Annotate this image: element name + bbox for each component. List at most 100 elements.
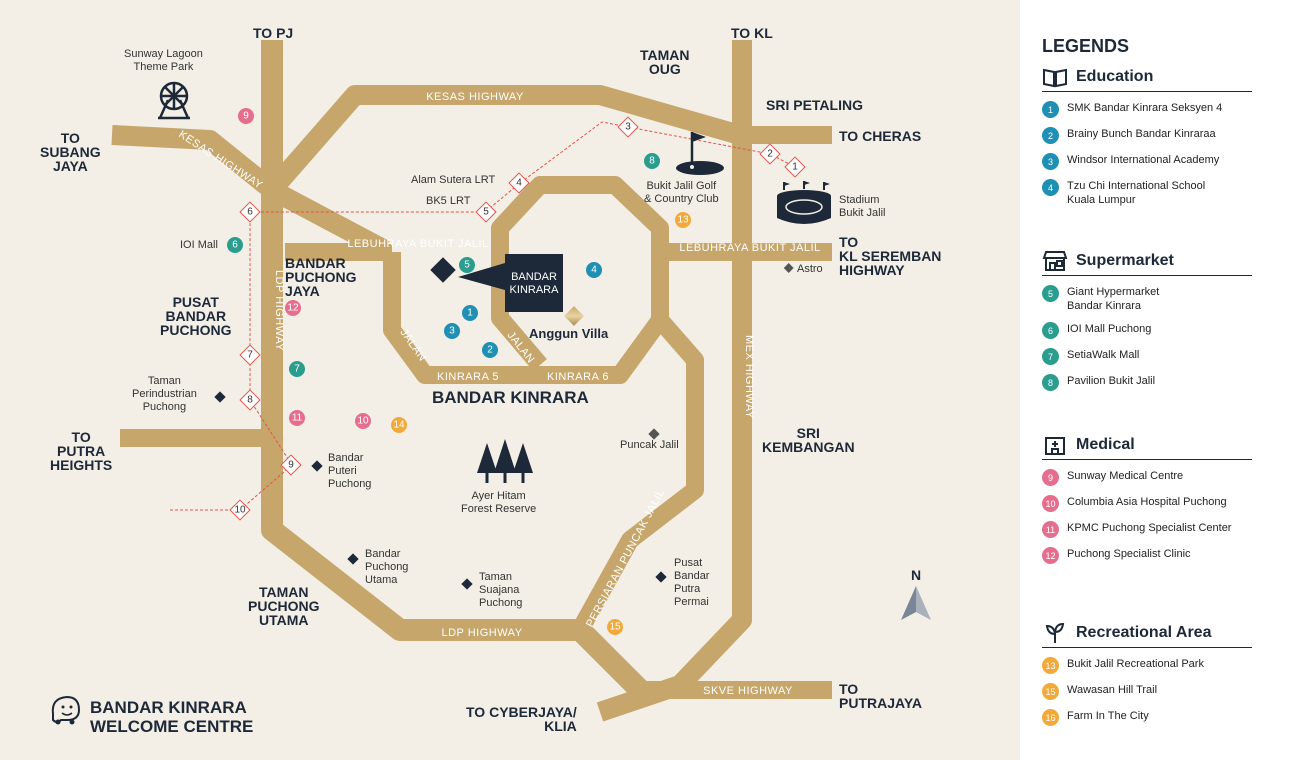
ldp-highway-road: [261, 40, 648, 698]
marker-11-kpmc: 11: [289, 410, 305, 426]
svg-text:12: 12: [287, 303, 299, 314]
svg-text:14: 14: [393, 420, 405, 431]
taman-suajana-diamond: [461, 578, 473, 590]
category-name: Education: [1076, 67, 1154, 85]
svg-text:6: 6: [247, 207, 253, 218]
category-name: Medical: [1076, 435, 1135, 453]
label-astro: Astro: [797, 263, 823, 275]
road-label-ldp-bottom: LDP HIGHWAY: [441, 627, 522, 639]
lrt-line: [170, 121, 796, 511]
station-6: 6: [239, 201, 261, 223]
poi-markers: 9 8 13 4 5 6 1 3 2 12 7 11 10 14 15: [227, 108, 691, 635]
svg-text:2: 2: [767, 149, 773, 160]
label-bandar-kinrara-box: BANDAR KINRARA: [509, 271, 559, 296]
label-pusat-bandar-puchong: PUSAT BANDAR PUCHONG: [160, 294, 232, 338]
svg-text:5: 5: [464, 260, 470, 271]
legend-title: LEGENDS: [1042, 36, 1130, 56]
marker-2-brainy: 2: [482, 342, 498, 358]
label-bandar-puchong-jaya: BANDAR PUCHONG JAYA: [285, 255, 357, 299]
category-name: Supermarket: [1076, 251, 1174, 269]
svg-text:9: 9: [288, 460, 294, 471]
svg-text:13: 13: [677, 215, 689, 226]
label-bukit-jalil-golf: Bukit Jalil Golf & Country Club: [644, 180, 719, 205]
store-icon: [1042, 250, 1068, 271]
marker-12-clinic: 12: [285, 300, 301, 316]
marker-14-recreational: 14: [391, 417, 407, 433]
marker-13-recreational: 13: [675, 212, 691, 228]
marker-9-sunway-medical: 9: [238, 108, 254, 124]
label-bandar-kinrara-area: BANDAR KINRARA: [432, 388, 589, 407]
label-bandar-puteri-puchong: Bandar Puteri Puchong: [328, 452, 372, 490]
jalan-kinrara-loop-road: [383, 176, 669, 384]
compass-n-label: N: [911, 567, 921, 583]
label-taman-suajana: Taman Suajana Puchong: [479, 571, 523, 609]
svg-text:8: 8: [649, 156, 655, 167]
svg-text:11: 11: [292, 413, 303, 424]
label-to-kl-seremban: TO KL SEREMBAN HIGHWAY: [839, 234, 942, 278]
road-label-lebuhraya-left: LEBUHRAYA BUKIT JALIL: [347, 238, 488, 250]
bandar-puchong-utama-diamond: [347, 553, 359, 565]
road-label-kinrara6: KINRARA 6: [547, 371, 609, 383]
marker-3-windsor: 3: [444, 323, 460, 339]
station-10: 10: [229, 499, 251, 521]
ferris-wheel-icon: [158, 81, 190, 120]
label-bk5-lrt: BK5 LRT: [426, 195, 471, 207]
label-welcome-centre[interactable]: BANDAR KINRARA WELCOME CENTRE: [90, 698, 254, 736]
svg-text:4: 4: [591, 265, 597, 276]
station-1: 1: [784, 156, 806, 178]
svg-text:3: 3: [449, 326, 455, 337]
label-to-kl: TO KL: [731, 25, 773, 41]
svg-text:1: 1: [467, 308, 473, 319]
svg-text:4: 4: [516, 178, 522, 189]
waze-icon: [51, 695, 81, 725]
plant-icon: [1045, 622, 1065, 643]
road-label-kesas-top: KESAS HIGHWAY: [426, 91, 524, 103]
label-puncak-jalil: Puncak Jalil: [620, 439, 679, 451]
marker-15-wawasan: 15: [607, 619, 623, 635]
stadium-icon: [777, 181, 831, 224]
label-to-cheras: TO CHERAS: [839, 128, 922, 144]
road-label-skve: SKVE HIGHWAY: [703, 685, 793, 697]
station-5: 5: [475, 201, 497, 223]
label-sri-petaling: SRI PETALING: [766, 97, 863, 113]
station-8: 8: [239, 389, 261, 411]
lrt-stations: 1 2 3 4 5 6 7 8 9 10: [229, 116, 806, 521]
road-label-kinrara5: KINRARA 5: [437, 371, 499, 383]
category-name: Recreational Area: [1076, 623, 1212, 641]
label-sri-kembangan: SRI KEMBANGAN: [762, 425, 855, 455]
label-taman-perindustrian: Taman Perindustrian Puchong: [132, 375, 197, 413]
svg-text:8: 8: [247, 395, 253, 406]
label-ayer-hitam-forest: Ayer Hitam Forest Reserve: [461, 490, 537, 515]
svg-text:9: 9: [243, 111, 249, 122]
marker-8-pavilion: 8: [644, 153, 660, 169]
label-ioi-mall: IOI Mall: [180, 239, 218, 251]
label-pusat-bandar-putra-permai: Pusat Bandar Putra Permai: [674, 557, 710, 608]
road-network: [111, 40, 832, 722]
station-2: 2: [759, 143, 781, 165]
station-9: 9: [280, 454, 302, 476]
place-diamonds: [214, 263, 794, 590]
svg-text:10: 10: [357, 416, 369, 427]
road-label-persiaran: PERSIARAN PUNCAK JALIL: [584, 487, 667, 629]
north-arrow-icon: N: [901, 567, 931, 620]
area-map: KESAS HIGHWAY KESAS HIGHWAY LDP HIGHWAY …: [51, 40, 931, 725]
book-icon: [1043, 68, 1067, 87]
marker-6-ioi: 6: [227, 237, 243, 253]
svg-text:6: 6: [232, 240, 238, 251]
